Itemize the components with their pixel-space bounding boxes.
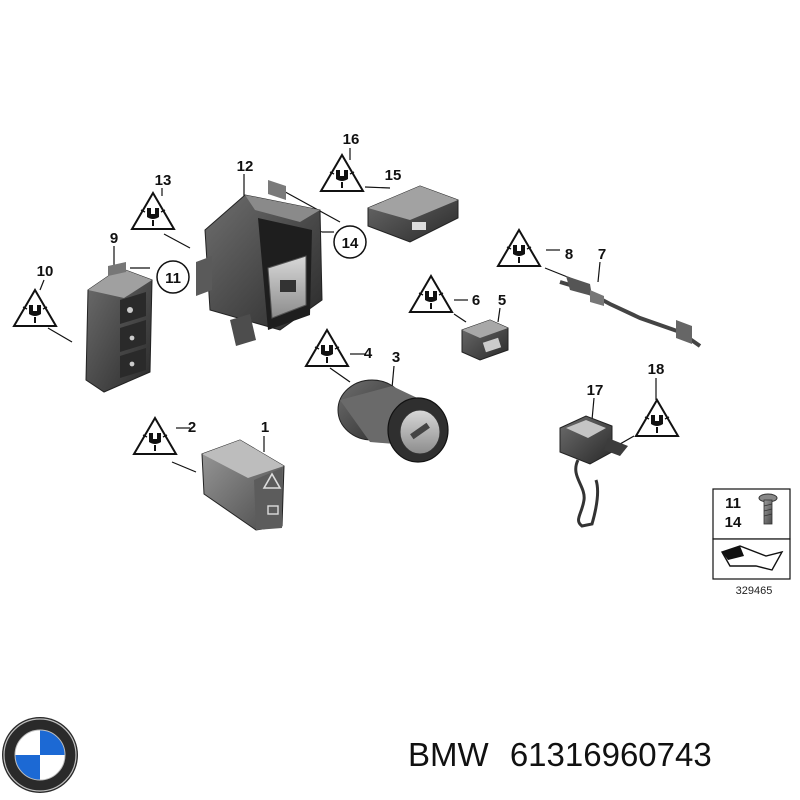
- circled-callout-14: [333, 225, 367, 259]
- callout-16: 16: [343, 131, 360, 148]
- callout-5: 5: [498, 292, 506, 309]
- callout-9: 9: [110, 230, 118, 247]
- callout-2: 2: [188, 419, 196, 436]
- callout-10: 10: [37, 263, 54, 280]
- arrow-icon: [720, 545, 784, 571]
- esd-warning-triangle-icon: [305, 329, 349, 367]
- callout-11: 11: [165, 270, 181, 287]
- legend-label-11: 11: [725, 495, 741, 512]
- esd-warning-triangle-icon: [497, 229, 541, 267]
- callout-6: 6: [472, 292, 480, 309]
- footer-brand-line: BMW 61316960743: [408, 730, 793, 780]
- part-1-hazard-switch: [201, 439, 285, 531]
- part-number: 61316960743: [509, 736, 712, 773]
- callout-8: 8: [565, 246, 573, 263]
- esd-warning-triangle-icon: [133, 417, 177, 455]
- screw-icon: [758, 493, 778, 525]
- legend-label-14: 14: [725, 514, 742, 531]
- brand-name: BMW: [408, 736, 489, 773]
- callout-18: 18: [648, 361, 665, 378]
- callout-13: 13: [155, 172, 172, 189]
- callout-7: 7: [598, 246, 606, 263]
- callout-4: 4: [364, 345, 373, 362]
- callout-12: 12: [237, 158, 254, 175]
- esd-warning-triangle-icon: [131, 192, 175, 230]
- callout-3: 3: [392, 349, 400, 366]
- esd-warning-triangle-icon: [320, 154, 364, 192]
- callout-17: 17: [587, 382, 604, 399]
- part-17-switch-with-cable: [559, 415, 628, 528]
- legend-box: 11 14 329465: [712, 488, 791, 597]
- part-5-switch: [461, 319, 509, 361]
- part-15-module: [367, 185, 459, 243]
- esd-warning-triangle-icon: [409, 275, 453, 313]
- callout-15: 15: [385, 167, 402, 184]
- callout-labels: 1 2 3 4 5 6 7 8 9 10 11 12 13 14 15 16 1…: [37, 131, 665, 436]
- circled-callout-11: [156, 260, 190, 294]
- bmw-roundel-logo: [2, 717, 78, 793]
- esd-warning-triangle-icon: [635, 399, 679, 437]
- diagram-number: 329465: [736, 585, 773, 597]
- callout-14: 14: [342, 235, 359, 252]
- part-9-10-switch-block: [85, 262, 153, 393]
- esd-warning-triangle-icon: [13, 289, 57, 327]
- part-7-cable: [559, 276, 702, 348]
- part-12-switch-housing: [196, 180, 323, 346]
- callout-1: 1: [261, 419, 269, 436]
- part-3-rotary-switch: [337, 379, 449, 463]
